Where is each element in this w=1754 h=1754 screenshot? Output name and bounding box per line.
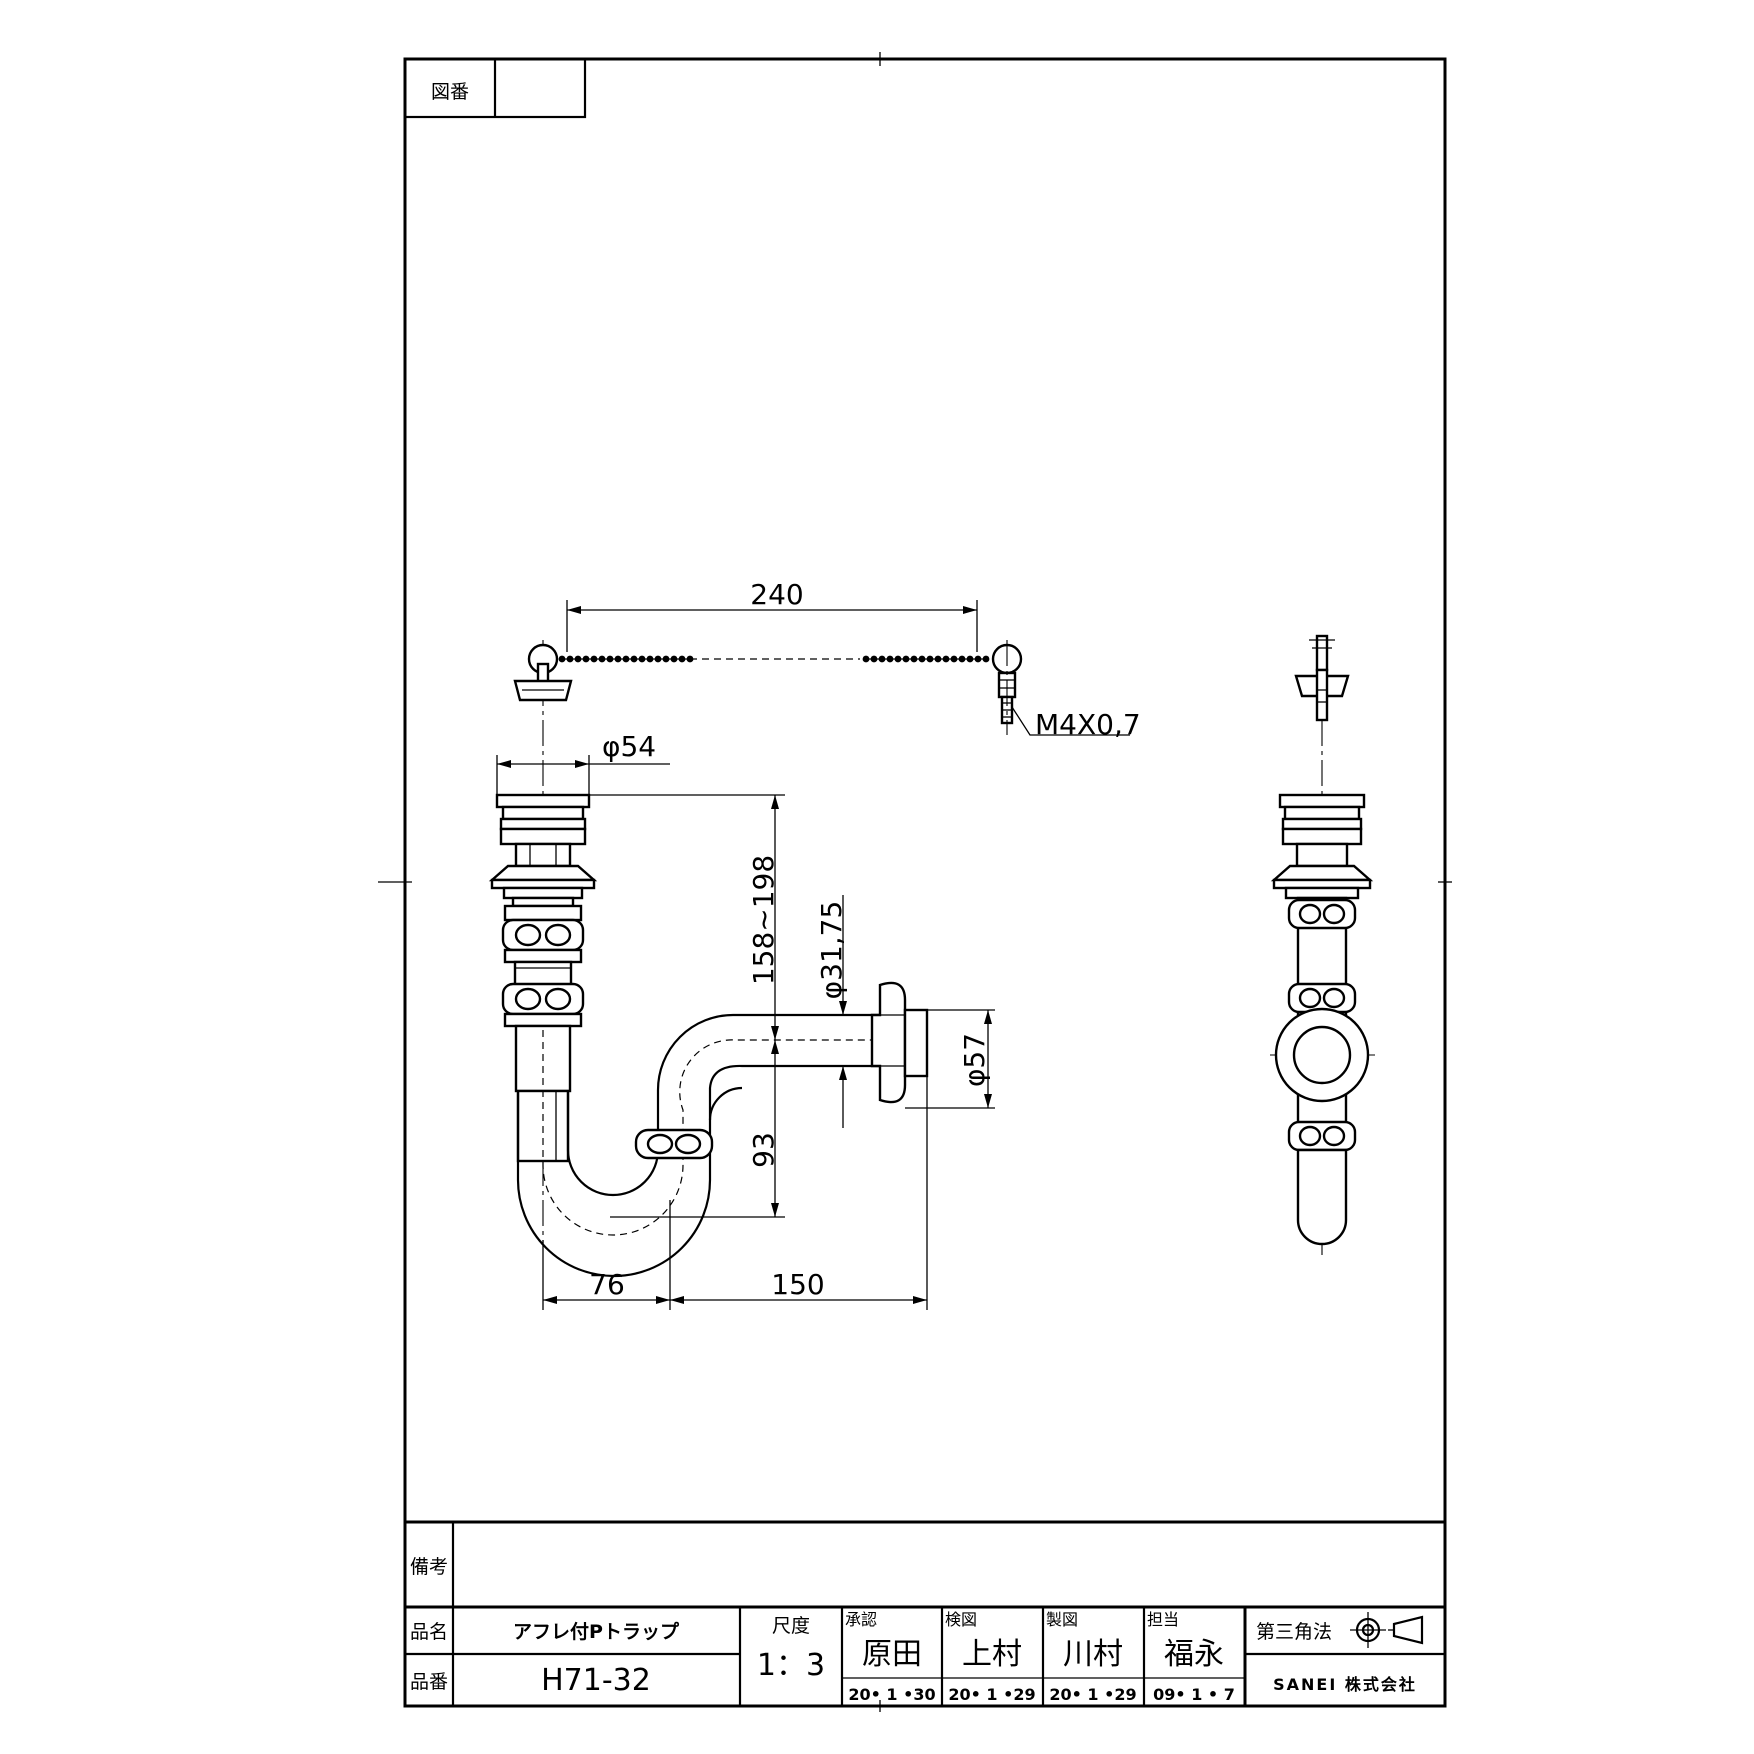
approval-role-1: 承認 [845, 1610, 877, 1629]
product-name-value: アフレ付Pトラップ [513, 1620, 680, 1643]
approval-role-4: 担当 [1147, 1610, 1179, 1629]
dim-flange-diameter: φ54 [602, 730, 656, 763]
title-block: 備考 品名 アフレ付Pトラップ 品番 H71-32 尺度 1：3 承認 原田 2… [405, 1520, 1445, 1706]
p-trap-side-view [1270, 634, 1375, 1255]
dim-pipe-diameter: φ31,75 [815, 901, 848, 1000]
dim-trap-depth: 93 [747, 1132, 780, 1168]
chain-stopper-assembly [513, 640, 1023, 1245]
scale-label: 尺度 [772, 1615, 810, 1637]
approval-role-3: 製図 [1046, 1610, 1078, 1629]
drawing-number-box: 図番 [403, 57, 587, 119]
product-number-label: 品番 [410, 1671, 448, 1693]
dimension-labels: 240 M4X0,7 φ54 158~198 φ31,75 φ57 93 76 … [589, 578, 1141, 1301]
dimension-lines [496, 600, 1130, 1310]
approval-date-1: 20• 1 •30 [848, 1685, 935, 1704]
ball-chain-right [862, 655, 990, 663]
approval-name-3: 川村 [1063, 1637, 1123, 1672]
drawing-number-label: 図番 [431, 81, 469, 103]
company-name: SANEI 株式会社 [1273, 1675, 1417, 1694]
remarks-label: 備考 [410, 1556, 448, 1578]
centering-marks [378, 52, 1452, 1712]
ball-chain [558, 655, 694, 663]
third-angle-projection-icon [1350, 1612, 1424, 1648]
projection-label: 第三角法 [1256, 1621, 1332, 1643]
approval-name-1: 原田 [862, 1637, 922, 1672]
dim-outlet-length: 150 [771, 1268, 824, 1301]
approval-date-4: 09• 1 • 7 [1153, 1685, 1235, 1704]
dim-height-range: 158~198 [747, 855, 780, 985]
dim-trap-offset: 76 [589, 1268, 625, 1301]
scale-value: 1：3 [757, 1648, 825, 1683]
dim-outlet-diameter: φ57 [958, 1033, 991, 1087]
p-trap-front-view [488, 793, 929, 1278]
approval-date-3: 20• 1 •29 [1049, 1685, 1136, 1704]
approval-date-2: 20• 1 •29 [948, 1685, 1035, 1704]
dim-thread: M4X0,7 [1035, 708, 1141, 741]
approval-name-2: 上村 [962, 1637, 1022, 1672]
dim-chain-length: 240 [750, 578, 803, 611]
approval-role-2: 検図 [945, 1610, 977, 1629]
product-name-label: 品名 [410, 1621, 448, 1643]
product-number-value: H71-32 [541, 1663, 651, 1698]
approval-name-4: 福永 [1164, 1637, 1224, 1672]
